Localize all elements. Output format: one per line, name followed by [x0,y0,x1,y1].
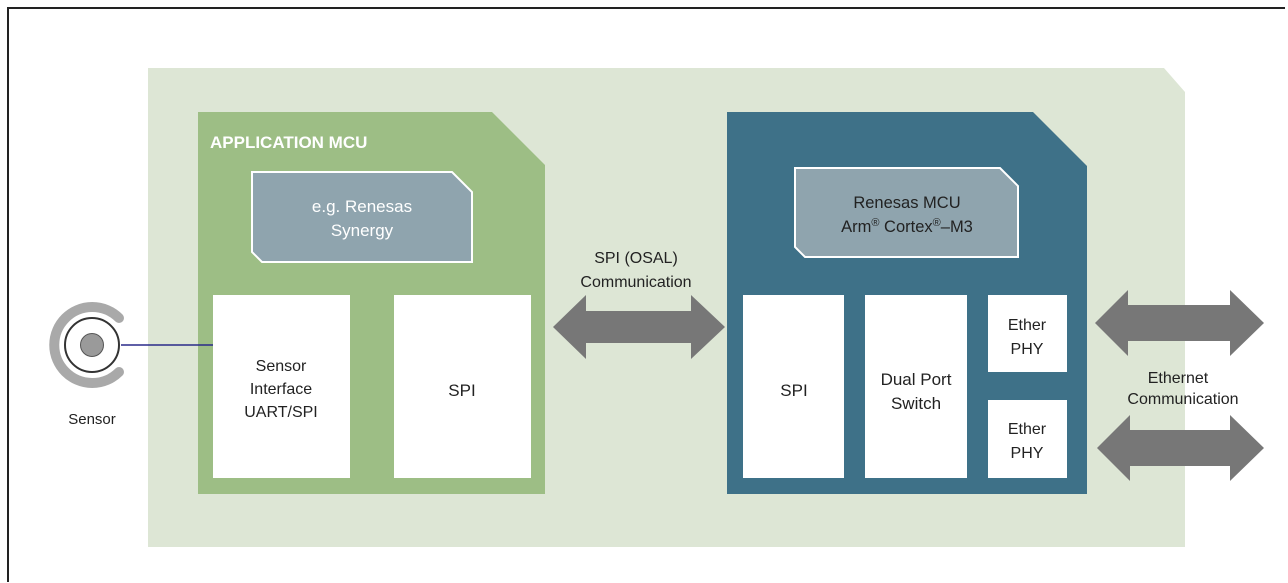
ether-phy-block-1 [988,295,1067,372]
synergy-chip-label-2: Synergy [331,221,394,240]
ether-phy-block-2 [988,400,1067,478]
ethernet-arrow-top [1095,290,1264,356]
spi-double-arrow [553,295,725,359]
spi-osal-label-2: Communication [580,274,691,291]
comm-spi-label: SPI [780,381,807,400]
renesas-mcu-label-2: Arm® Cortex®–M3 [841,217,973,236]
app-spi-label: SPI [448,381,475,400]
ether-phy-2-label-2: PHY [1011,445,1044,462]
renesas-mcu-label-1: Renesas MCU [853,194,960,212]
application-mcu-title: APPLICATION MCU [210,133,367,152]
synergy-chip [251,171,473,263]
sensor-interface-label-1: Sensor [256,358,307,375]
dual-port-switch-label-2: Switch [891,394,941,413]
sensor-label: Sensor [68,411,116,428]
sensor-interface-label-2: Interface [250,381,312,398]
dual-port-switch-block [865,295,967,478]
renesas-mcu-chip [794,167,1019,258]
ether-phy-1-label-1: Ether [1008,317,1047,334]
sensor-icon [49,302,134,388]
synergy-chip-label-1: e.g. Renesas [312,197,412,216]
ethernet-arrow-bottom [1097,415,1264,481]
ether-phy-1-label-2: PHY [1011,341,1044,358]
ethernet-label-1: Ethernet [1148,370,1209,387]
app-spi-block [394,295,531,478]
comm-spi-block [743,295,844,478]
spi-osal-label-1: SPI (OSAL) [594,250,678,267]
sensor-interface-block [213,295,350,478]
dual-port-switch-label-1: Dual Port [881,370,952,389]
ether-phy-2-label-1: Ether [1008,421,1047,438]
sensor-interface-label-3: UART/SPI [244,404,318,421]
outer-frame [7,7,1285,582]
ethernet-label-2: Communication [1127,391,1238,408]
